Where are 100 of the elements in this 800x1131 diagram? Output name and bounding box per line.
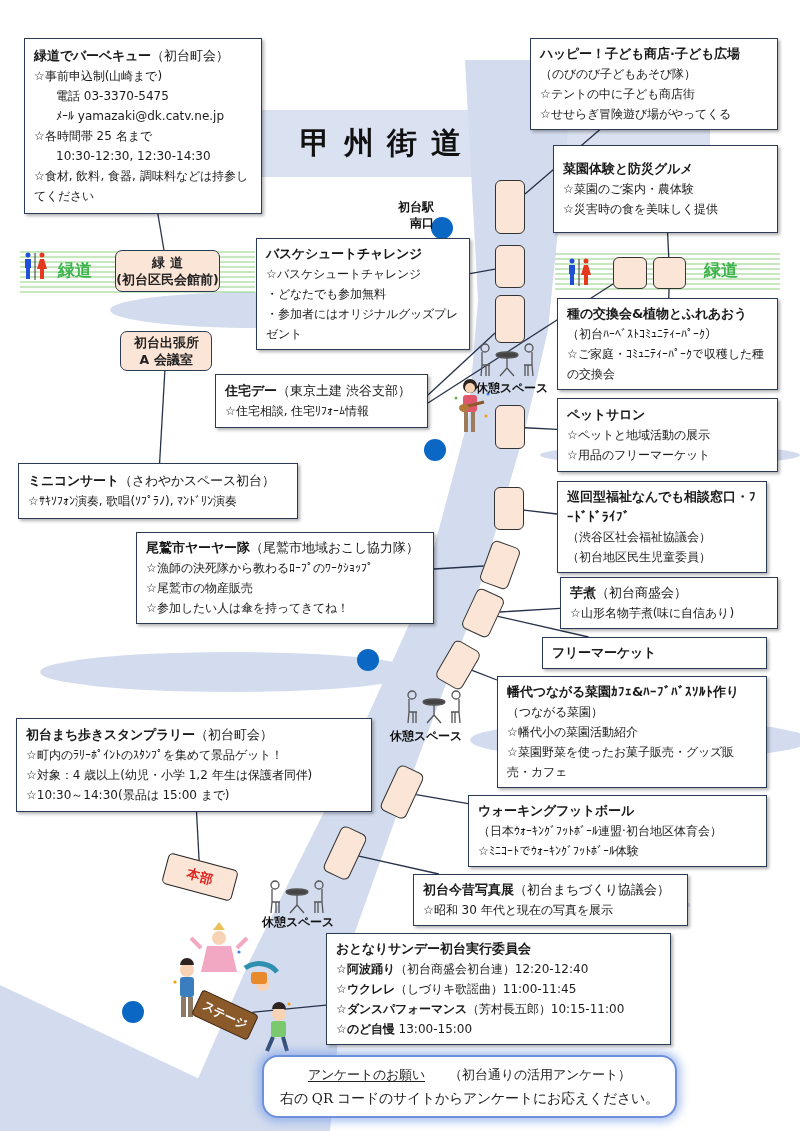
event-card xyxy=(256,238,470,350)
event-detail: ﾒｰﾙ yamazaki@dk.catv.ne.jp xyxy=(55,108,226,125)
event-detail: ☆10:30～14:30(景品は 15:00 まで) xyxy=(26,787,231,804)
event-detail: ☆参加したい人は傘を持ってきてね！ xyxy=(146,600,350,617)
event-detail: ☆昭和 30 年代と現在の写真を展示 xyxy=(423,902,614,919)
event-detail: ☆災害時の食を美味しく提供 xyxy=(563,201,719,218)
survey-instruction: 右の QR コードのサイトからアンケートにお応えください。 xyxy=(278,1089,661,1109)
greenway-label: 緑道 xyxy=(704,259,739,282)
event-detail: ☆菜園野菜を使ったお菓子販売・グッズ販売・カフェ xyxy=(507,744,735,781)
place-box xyxy=(120,331,212,371)
event-card xyxy=(24,38,262,214)
event-detail: ☆用品のフリーマーケット xyxy=(567,447,711,464)
event-title: フリーマーケット xyxy=(552,644,657,662)
booth-box xyxy=(495,295,525,343)
event-card xyxy=(542,637,767,669)
event-card xyxy=(497,676,767,788)
rest-area-label: 休憩スペース xyxy=(262,914,335,931)
stage-label: ステージ xyxy=(199,997,251,1034)
booth-box xyxy=(495,245,525,288)
event-detail: ☆漁師の決死隊から教わるﾛｰﾌﾟのﾜｰｸｼｮｯﾌﾟ xyxy=(146,560,374,577)
place-box xyxy=(115,250,220,292)
event-detail: 電話 03-3370-5475 xyxy=(55,88,170,105)
event-title: 尾鷲市ヤーヤー隊（尾鷲市地域おこし協力隊） xyxy=(146,539,420,557)
event-title: 巡回型福祉なんでも相談窓口・ﾌｰﾄﾞﾄﾞﾗｲﾌﾞ xyxy=(567,488,757,526)
rest-area-label: 休憩スペース xyxy=(390,728,463,745)
event-card xyxy=(560,577,778,629)
event-title: ミニコンサート（さわやかスペース初台） xyxy=(28,472,276,490)
event-card xyxy=(557,398,778,472)
event-detail: ☆尾鷲市の物産販売 xyxy=(146,580,254,597)
event-detail: （日本ｳｫｰｷﾝｸﾞﾌｯﾄﾎﾞｰﾙ連盟·初台地区体育会） xyxy=(478,823,723,840)
leader-line xyxy=(158,370,166,464)
event-title: おとなりサンデー初台実行委員会 xyxy=(336,940,532,958)
greenway-label: 緑道 xyxy=(58,259,93,282)
event-detail: （初台ﾊｰﾍﾞｽﾄｺﾐｭﾆﾃｨｰﾊﾟｰｸ） xyxy=(567,326,718,343)
event-detail: ☆菜園のご案内・農体験 xyxy=(563,181,695,198)
booth-box xyxy=(613,257,647,289)
event-card xyxy=(468,795,767,867)
event-card xyxy=(136,532,434,624)
booth-box xyxy=(494,487,524,530)
event-detail: （渋谷区社会福祉協議会） xyxy=(567,529,712,546)
event-title: 住宅デー（東京土建 渋谷支部） xyxy=(225,382,413,400)
event-detail: ☆山形名物芋煮(味に自信あり) xyxy=(570,605,736,622)
station-label: 初台駅南口 xyxy=(397,199,434,231)
leader-line xyxy=(415,793,469,805)
event-card xyxy=(326,933,671,1045)
event-detail: ・参加者にはオリジナルグッズプレゼント xyxy=(266,306,459,343)
event-detail: 10:30-12:30, 12:30-14:30 xyxy=(55,148,212,165)
leader-line xyxy=(195,811,200,861)
hq-label: 本部 xyxy=(184,865,216,890)
event-detail: ☆対象：4 歳以上(幼児・小学 1,2 年生は保護者同伴) xyxy=(26,767,314,784)
event-detail: ☆ウクレレ（しづりキ歌謡曲）11:00-11:45 xyxy=(336,981,578,998)
event-detail: ☆食材, 飲料, 食器, 調味料などは持参してください xyxy=(34,168,249,205)
event-title: バスケシュートチャレンジ xyxy=(266,245,423,263)
leader-line xyxy=(433,565,485,570)
event-detail: ☆ﾐﾆｺｰﾄでｳｫｰｷﾝｸﾞﾌｯﾄﾎﾞｰﾙ体験 xyxy=(478,843,640,860)
leader-line xyxy=(523,509,558,515)
event-detail: ☆ペットと地域活動の展示 xyxy=(567,427,711,444)
event-detail: （つながる菜園） xyxy=(507,704,604,721)
place-name: 緑 道 xyxy=(152,254,183,271)
event-card xyxy=(553,145,778,233)
survey-panel xyxy=(262,1055,677,1118)
booth-box xyxy=(653,257,686,289)
map-title: 甲州街道 xyxy=(300,124,474,162)
event-title: 種の交換会&植物とふれあおう xyxy=(567,305,749,323)
event-title: 芋煮（初台商盛会） xyxy=(570,584,688,602)
event-detail: ☆事前申込制(山崎まで) xyxy=(34,68,164,85)
rest-area-label: 休憩スペース xyxy=(476,380,549,397)
event-card xyxy=(557,298,778,390)
event-detail: ☆町内のﾗﾘｰﾎﾟｲﾝﾄのｽﾀﾝﾌﾟを集めて景品ゲット！ xyxy=(26,747,284,764)
event-detail: ・どなたでも参加無料 xyxy=(266,286,387,303)
event-detail: （のびのび子どもあそび隊） xyxy=(540,66,697,83)
event-card xyxy=(215,374,428,428)
event-card xyxy=(530,38,778,130)
leader-line xyxy=(157,213,165,251)
event-title: 緑道でバーベキュー（初台町会） xyxy=(34,47,230,65)
event-detail: ☆阿波踊り（初台商盛会初台連）12:20-12:40 xyxy=(336,961,590,978)
event-title: 初台まち歩きスタンプラリー（初台町会） xyxy=(26,726,274,744)
leader-line xyxy=(471,669,498,681)
event-title: ハッピー！子ども商店·子ども広場 xyxy=(540,45,741,63)
event-detail: ☆ｻｷｿﾌｫﾝ演奏, 歌唱(ｿﾌﾟﾗﾉ), ﾏﾝﾄﾞﾘﾝ演奏 xyxy=(28,493,239,510)
leader-line xyxy=(524,427,558,431)
event-card xyxy=(18,463,298,519)
booth-box xyxy=(495,180,525,234)
leader-line xyxy=(469,268,496,275)
event-title: 初台今昔写真展（初台まちづくり協議会） xyxy=(423,881,671,899)
leader-line xyxy=(251,1004,327,1013)
booth-box xyxy=(495,405,525,449)
leader-line xyxy=(427,332,496,396)
event-detail: ☆ダンスパフォーマンス（芳村長五郎）10:15-11:00 xyxy=(336,1001,626,1018)
event-detail: ☆のど自慢 13:00-15:00 xyxy=(336,1021,474,1038)
survey-heading: アンケートのお願い xyxy=(308,1065,425,1084)
event-detail: ☆ご家庭・ｺﾐｭﾆﾃｨｰﾊﾟｰｸで収穫した種の交換会 xyxy=(567,346,765,383)
leader-line xyxy=(668,288,670,299)
survey-subtitle: （初台通りの活用アンケート） xyxy=(449,1065,631,1084)
event-title: ペットサロン xyxy=(567,406,646,424)
event-detail: ☆住宅相談, 住宅ﾘﾌｫｰﾑ情報 xyxy=(225,403,371,420)
place-name: 初台出張所 xyxy=(133,334,199,351)
leader-line xyxy=(497,615,590,638)
event-detail: （初台地区民生児童委員） xyxy=(567,549,712,566)
event-title: 菜園体験と防災グルメ xyxy=(563,160,694,178)
